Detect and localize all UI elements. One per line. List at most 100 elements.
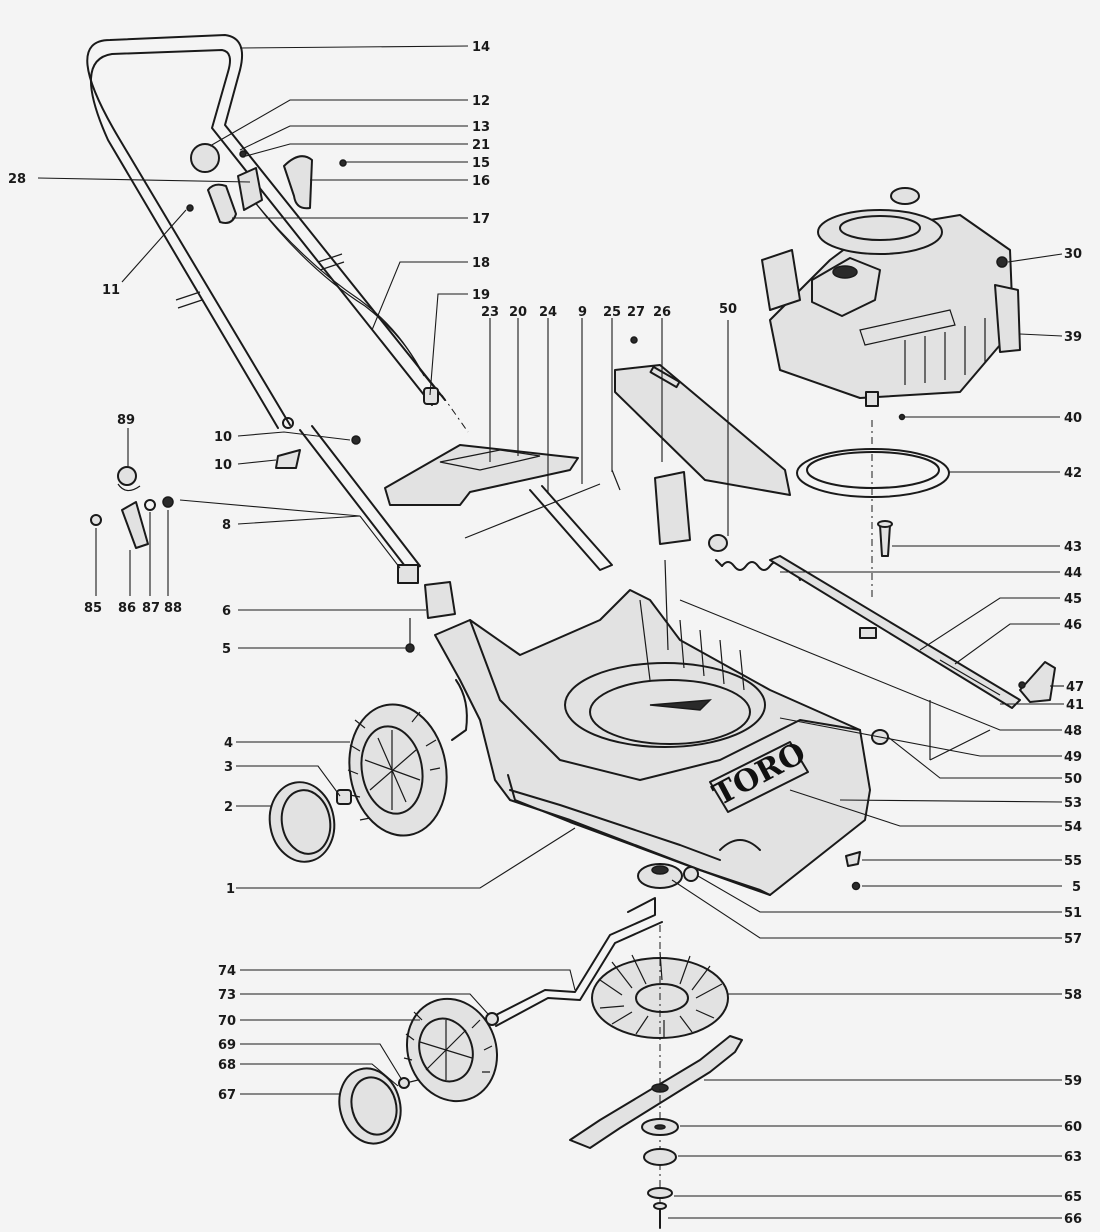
leader-74: [240, 969, 576, 991]
leader-54: [789, 789, 1062, 827]
engine-air-filter: [811, 257, 881, 317]
label-54: 54: [1064, 820, 1082, 835]
label-39: 39: [1064, 330, 1082, 345]
label-25: 25: [603, 305, 621, 320]
rear-flap-slot: [649, 365, 681, 389]
axle-block: [859, 627, 877, 639]
deck-bumper: [509, 789, 721, 861]
rear-wheel-tire: [405, 997, 499, 1103]
bolt-10: [351, 435, 361, 445]
engine-assembly: [761, 187, 1021, 600]
leader-8: [179, 499, 401, 569]
label-69: 69: [218, 1038, 236, 1053]
label-5-left: 5: [222, 642, 231, 657]
front-wheel-rim: [360, 725, 424, 815]
deflector-cover: [384, 444, 579, 506]
label-70: 70: [218, 1014, 236, 1029]
deck-rear-wall: [639, 559, 669, 681]
engine-gasket-outer: [796, 448, 950, 498]
leader-68: [240, 1063, 399, 1087]
label-11: 11: [102, 283, 120, 298]
logo-plate: [709, 741, 809, 813]
bolt-10-socket: [282, 417, 294, 429]
leader-51: [697, 875, 1062, 913]
rear-flap-plate: [614, 364, 791, 496]
label-19: 19: [472, 288, 490, 303]
rod-41: [939, 659, 1001, 696]
cable-clip: [423, 387, 439, 405]
leader-39: [1019, 333, 1063, 337]
leader-lines: [37, 45, 1064, 1219]
label-57: 57: [1064, 932, 1082, 947]
leader-21: [245, 143, 468, 157]
deflector-window: [439, 449, 541, 471]
leader-1: [236, 827, 576, 889]
front-wheel-bushing: [336, 789, 352, 805]
front-hubcap-rim: [280, 789, 332, 855]
engine-filter-cap: [832, 265, 858, 279]
bushing-51: [683, 866, 699, 882]
blade-adapter: [637, 863, 683, 889]
part-labels: 14 12 13 21 15 16 28 17 11 18 19 23 20 2…: [8, 40, 1084, 1227]
label-48: 48: [1064, 724, 1082, 739]
label-9: 9: [578, 305, 587, 320]
deck-skirt-front: [507, 774, 771, 896]
label-55: 55: [1064, 854, 1082, 869]
leader-45: [919, 597, 1060, 651]
label-1: 1: [226, 882, 235, 897]
engine-fuel-cap: [890, 187, 920, 205]
screw-15: [339, 159, 347, 167]
leader-69: [240, 1043, 403, 1081]
plate-86: [121, 501, 149, 549]
front-wheel-assembly: [268, 703, 448, 863]
bushing-50-upper: [708, 534, 728, 552]
deck-top-contour: [469, 619, 861, 781]
label-4: 4: [224, 736, 233, 751]
front-wheel-tread: [347, 711, 441, 821]
label-45: 45: [1064, 592, 1082, 607]
label-49: 49: [1064, 750, 1082, 765]
leader-46: [954, 623, 1060, 665]
label-15: 15: [472, 156, 490, 171]
knob-89: [117, 466, 137, 486]
rear-axle-rod-74: [489, 897, 656, 1019]
label-68: 68: [218, 1058, 236, 1073]
front-wheel-spokes: [364, 730, 421, 810]
leader-57: [671, 879, 1062, 939]
label-89: 89: [117, 413, 135, 428]
deck-opening-inner: [589, 679, 751, 745]
engine-bolt-30: [996, 256, 1008, 268]
washer-60-hole: [654, 1124, 666, 1130]
leader-30: [1007, 253, 1063, 263]
leader-49: [779, 717, 1062, 757]
label-30: 30: [1064, 247, 1082, 262]
label-50-top: 50: [719, 302, 737, 317]
leader-14: [239, 45, 469, 49]
leader-10b: [237, 459, 277, 465]
label-21: 21: [472, 138, 490, 153]
label-24: 24: [539, 305, 557, 320]
rear-wheel-rim: [418, 1017, 474, 1083]
deck-ribs: [679, 619, 745, 691]
label-40: 40: [1064, 411, 1082, 426]
engine-gasket-inner: [806, 451, 940, 489]
engine-mount-bolt: [879, 524, 891, 557]
nut-88: [162, 496, 174, 508]
label-87: 87: [142, 601, 160, 616]
leader-10a: [237, 431, 351, 441]
label-60: 60: [1064, 1120, 1082, 1135]
rod-24: [529, 485, 613, 571]
mower-deck: TORO: [434, 559, 991, 896]
label-13: 13: [472, 120, 490, 135]
rear-axle-rod-74-edge: [495, 921, 663, 1027]
engine-bracket-detail: [859, 309, 956, 346]
deck-rear-arch: [719, 839, 761, 851]
blade-assembly: [485, 897, 743, 1229]
engine-recoil-ring: [839, 215, 921, 241]
deck-discharge-arrow: [649, 699, 712, 711]
label-47: 47: [1066, 680, 1084, 695]
handle-upper-bar: [86, 34, 446, 426]
handle-break-mark-2: [317, 253, 345, 271]
bracket-47: [1019, 661, 1056, 703]
